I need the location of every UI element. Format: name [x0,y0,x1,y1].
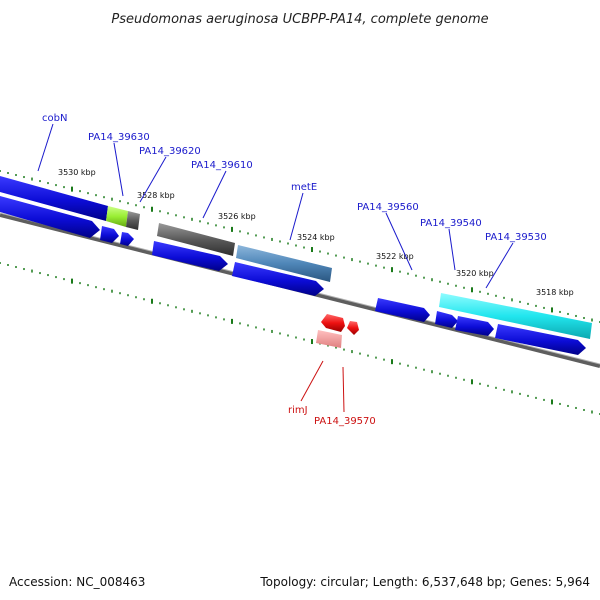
accession-text: Accession: NC_008463 [9,575,145,589]
gene-arrows [0,196,586,355]
gene-label-metE[interactable]: metE [291,182,317,193]
gene-bar-pa39540[interactable] [439,293,592,339]
leader-pa39530 [485,242,514,289]
gene-label-pa39610[interactable]: PA14_39610 [191,160,253,171]
gene-arrow-pa39560[interactable] [375,298,430,322]
gene-label-pa39570[interactable]: PA14_39570 [314,416,376,427]
kbp-label-3524: 3524 kbp [297,233,335,242]
leader-pa39560 [385,212,413,271]
gene-bar-rimJ[interactable] [316,330,342,348]
gene-bar-metE[interactable] [236,245,332,282]
reverse-strand-ticks [0,262,600,415]
gene-arrow-pa39530[interactable] [495,324,586,355]
leader-pa39620 [139,156,167,203]
gene-arrow-pa39620[interactable] [120,232,134,246]
gene-arrow-pa39630[interactable] [100,226,119,243]
highlight-track [0,176,592,339]
gene-bar-pa39610[interactable] [157,223,235,256]
gene-label-pa39560[interactable]: PA14_39560 [357,202,419,213]
gene-label-cobN[interactable]: cobN [42,113,67,124]
gene-bar-cobN[interactable] [0,176,108,221]
kbp-label-3518: 3518 kbp [536,288,574,297]
leader-rimJ [300,360,324,402]
gene-arrow-cobN[interactable] [0,196,100,238]
kbp-label-3522: 3522 kbp [376,252,414,261]
gene-label-pa39530[interactable]: PA14_39530 [485,232,547,243]
gene-label-pa39540[interactable]: PA14_39540 [420,218,482,229]
leader-pa39610 [202,170,227,219]
gene-arrow-pa39540[interactable] [455,316,494,336]
kbp-label-3520: 3520 kbp [456,269,494,278]
gene-labels: cobN PA14_39630 PA14_39620 PA14_39610 me… [42,113,547,427]
leader-cobN [37,123,54,172]
gene-bar-pa39630-tail[interactable] [126,211,140,230]
forward-strand-ticks [0,170,600,323]
reverse-genes [316,314,359,348]
gene-arrow-pa39570[interactable] [347,321,359,335]
gene-arrow-metE[interactable] [232,262,324,296]
kbp-label-3528: 3528 kbp [137,191,175,200]
leader-pa39630 [113,142,124,197]
gene-label-pa39620[interactable]: PA14_39620 [139,146,201,157]
kbp-label-3526: 3526 kbp [218,212,256,221]
genome-summary-text: Topology: circular; Length: 6,537,648 bp… [259,575,590,589]
gene-bar-pa39630[interactable] [106,206,128,227]
gene-label-rimJ[interactable]: rimJ [288,405,308,416]
leader-metE [289,192,304,241]
leader-pa39540 [448,228,456,271]
reverse-label-leaders [300,360,345,413]
gene-arrow-rimJ[interactable] [321,314,345,332]
gene-arrow-pa39540a[interactable] [435,311,458,328]
position-labels: 3530 kbp 3528 kbp 3526 kbp 3524 kbp 3522… [58,168,574,297]
map-title: Pseudomonas aeruginosa UCBPP-PA14, compl… [111,12,488,27]
leader-pa39570 [342,366,345,413]
gene-label-pa39630[interactable]: PA14_39630 [88,132,150,143]
label-leaders [37,123,514,289]
gene-arrow-pa39610[interactable] [152,241,228,271]
kbp-label-3530: 3530 kbp [58,168,96,177]
